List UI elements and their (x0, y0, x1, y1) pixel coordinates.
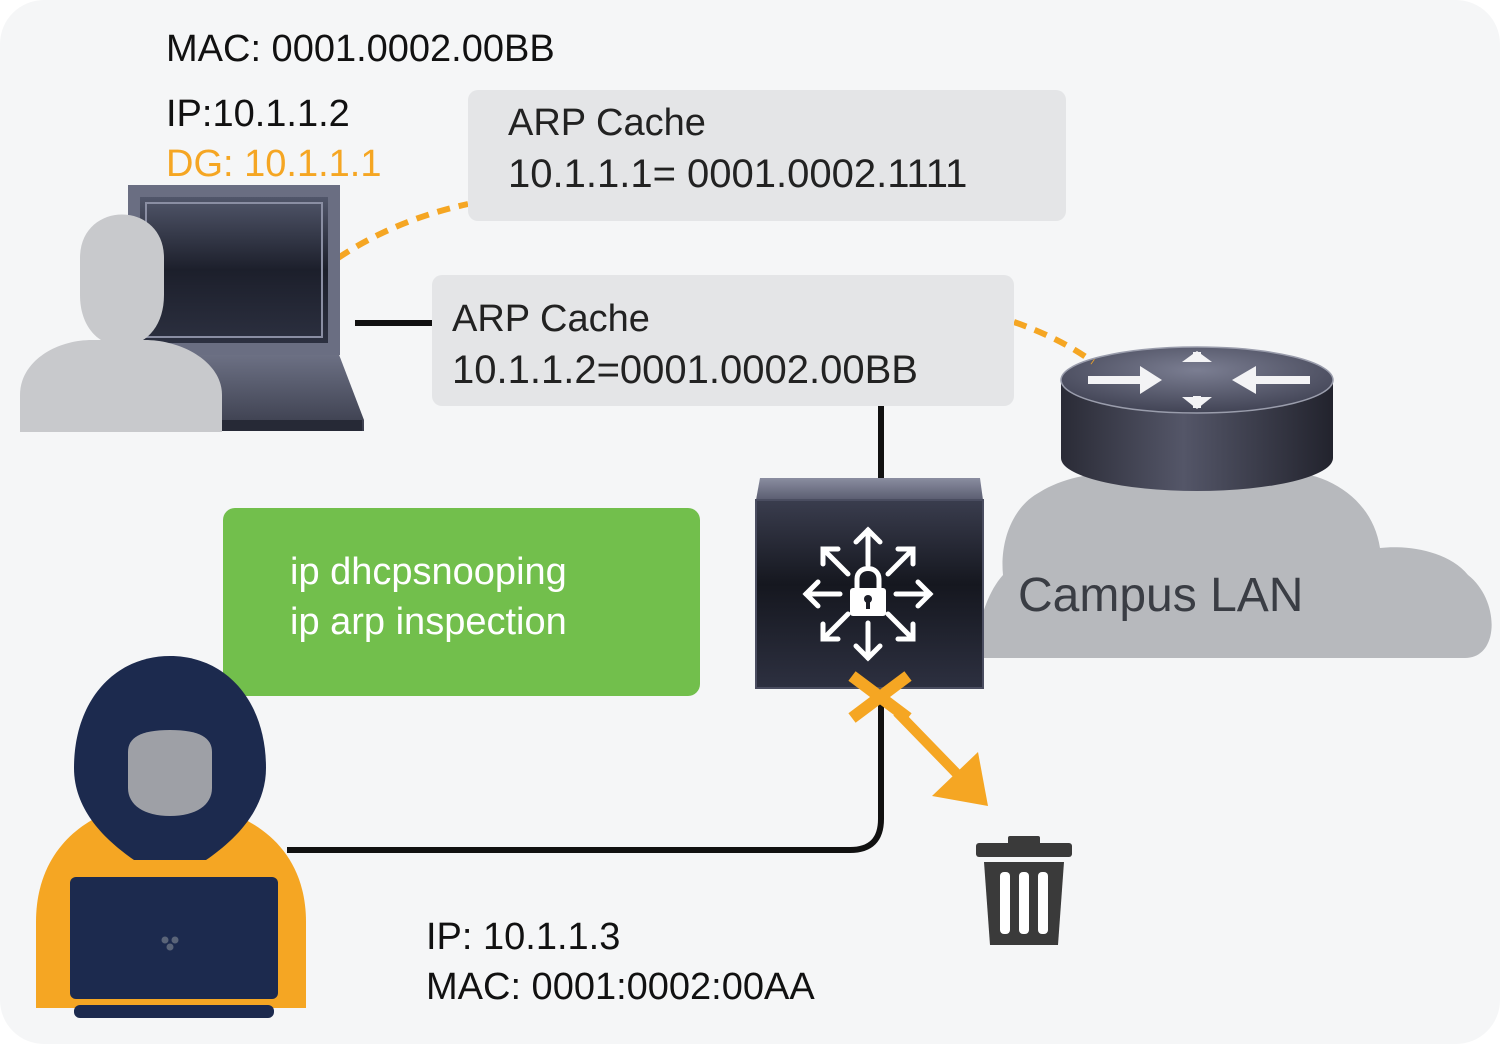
router-icon (1060, 346, 1334, 491)
campus-lan-label: Campus LAN (1018, 569, 1304, 622)
attacker-switch-link (287, 688, 884, 853)
host-arp-cache-box (468, 90, 1066, 221)
trash-icon (976, 836, 1072, 945)
attacker-ip-label: IP: 10.1.1.3 (426, 916, 621, 958)
router-arp-cache-box (432, 275, 1014, 406)
switch-config-box (223, 508, 700, 696)
secure-switch-icon (755, 478, 984, 689)
router-arp-cache-entry: 10.1.1.2=0001.0002.00BB (452, 348, 918, 392)
cloud-icon (977, 468, 1492, 658)
config-line-arp-inspection: ip arp inspection (290, 601, 567, 643)
user-icon (20, 214, 222, 432)
lock-icon (850, 566, 886, 616)
host-ip-label: IP:10.1.1.2 (166, 93, 350, 135)
host-arp-cache-entry: 10.1.1.1= 0001.0002.1111 (508, 152, 968, 196)
config-line-dhcp-snooping: ip dhcpsnooping (290, 551, 567, 593)
router-arp-cache-title: ARP Cache (452, 298, 650, 340)
host-dg-label: DG: 10.1.1.1 (166, 143, 382, 185)
blocked-x-icon (848, 671, 988, 806)
host-mac-label: MAC: 0001.0002.00BB (166, 28, 555, 70)
host-cache-pointer (336, 201, 469, 261)
attacker-mac-label: MAC: 0001:0002:00AA (426, 966, 815, 1008)
host-arp-cache-title: ARP Cache (508, 102, 706, 144)
router-cache-pointer (1013, 319, 1095, 365)
hacker-icon (36, 656, 306, 1018)
